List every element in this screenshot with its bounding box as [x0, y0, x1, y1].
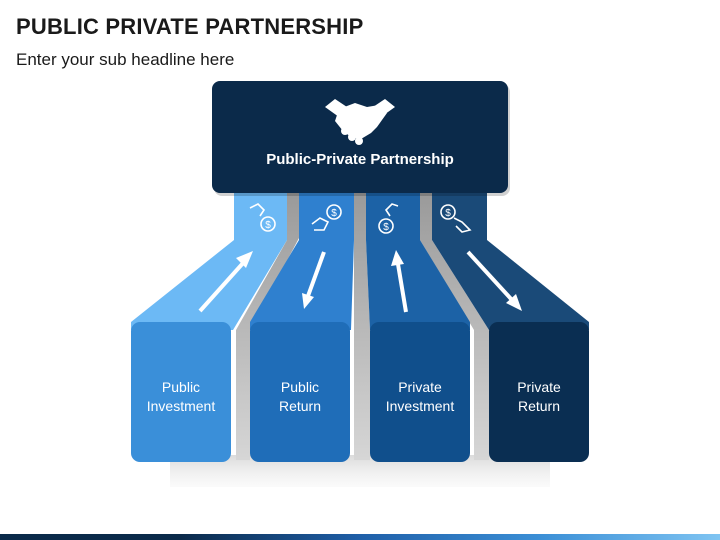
- ribbon-gap-3: [420, 193, 489, 460]
- ribbon-private-return: [432, 193, 589, 330]
- hand-coin-icon: $: [249, 203, 276, 232]
- card-label-public-return: Public Return: [250, 378, 350, 416]
- ribbon-public-investment: [131, 193, 287, 330]
- arrow-up-icon: [391, 250, 408, 313]
- svg-text:$: $: [445, 208, 451, 219]
- page-subtitle: Enter your sub headline here: [16, 50, 235, 69]
- card-label-line1: Public: [161, 379, 201, 395]
- card-private-investment: [370, 322, 470, 462]
- svg-text:$: $: [265, 220, 271, 231]
- page-title: PUBLIC PRIVATE PARTNERSHIP: [16, 14, 364, 39]
- card-label-line2: Return: [278, 398, 322, 414]
- card-public-investment: [131, 322, 231, 462]
- card-label-line2: Investment: [385, 398, 455, 414]
- coin-hand-icon: $: [311, 204, 342, 231]
- floor-shadow: [170, 455, 550, 487]
- coin-hand-icon: $: [440, 204, 472, 233]
- card-label-line2: Investment: [146, 398, 216, 414]
- ribbon-public-return: [250, 193, 354, 330]
- arrow-down-icon: [302, 251, 326, 309]
- arrow-down-icon: [466, 250, 522, 311]
- card-label-line1: Public: [280, 379, 320, 395]
- card-label-private-return: Private Return: [489, 378, 589, 416]
- ribbon-gap-1: [236, 193, 299, 460]
- card-label-line1: Private: [517, 379, 561, 395]
- hand-coin-icon: $: [378, 203, 399, 234]
- ribbon-private-investment: [366, 193, 470, 330]
- ribbon-gap-2: [354, 193, 370, 460]
- svg-text:$: $: [331, 208, 337, 219]
- card-label-line1: Private: [398, 379, 442, 395]
- handshake-icon: [325, 99, 395, 145]
- top-box-label: Public-Private Partnership: [266, 151, 454, 168]
- card-private-return: [489, 322, 589, 462]
- svg-text:$: $: [383, 222, 389, 233]
- card-public-return: [250, 322, 350, 462]
- card-label-line2: Return: [517, 398, 561, 414]
- card-label-public-investment: Public Investment: [131, 378, 231, 416]
- card-label-private-investment: Private Investment: [370, 378, 470, 416]
- arrow-up-icon: [198, 251, 253, 313]
- bottom-accent-bar: [0, 534, 720, 540]
